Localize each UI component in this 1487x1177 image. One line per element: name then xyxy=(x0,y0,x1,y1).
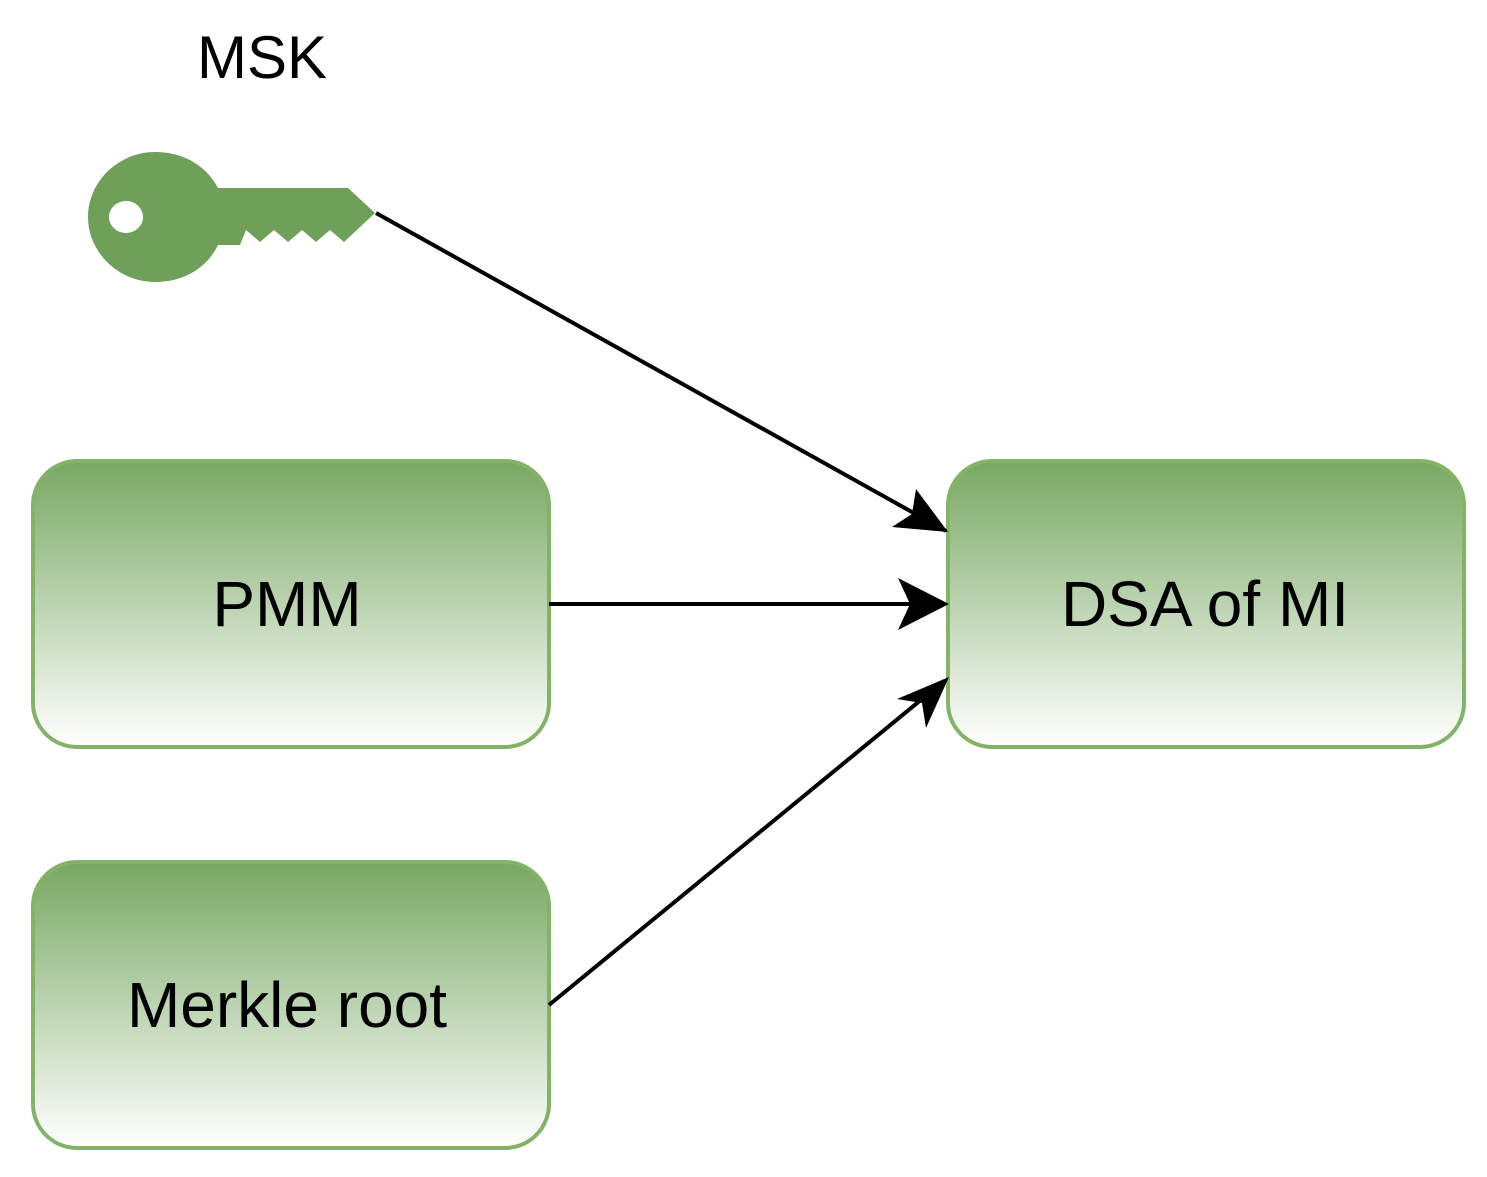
edge-merkle-to-dsa-arrowhead xyxy=(897,677,949,728)
edge-msk-to-dsa-arrowhead xyxy=(892,489,948,532)
node-merkle-root[interactable]: Merkle root xyxy=(31,860,551,1150)
key-label: MSK xyxy=(197,24,327,91)
node-pmm-label: PMM xyxy=(212,568,361,640)
edge-pmm-to-dsa-arrowhead xyxy=(898,578,949,630)
node-dsa-label: DSA of MI xyxy=(1061,568,1349,640)
node-merkle-root-label: Merkle root xyxy=(127,969,447,1041)
key-icon xyxy=(88,152,375,282)
node-dsa[interactable]: DSA of MI xyxy=(946,459,1466,749)
edge-merkle-to-dsa xyxy=(547,679,946,1007)
edges xyxy=(375,211,949,1007)
edge-msk-to-dsa xyxy=(375,211,947,533)
node-pmm[interactable]: PMM xyxy=(31,459,551,749)
